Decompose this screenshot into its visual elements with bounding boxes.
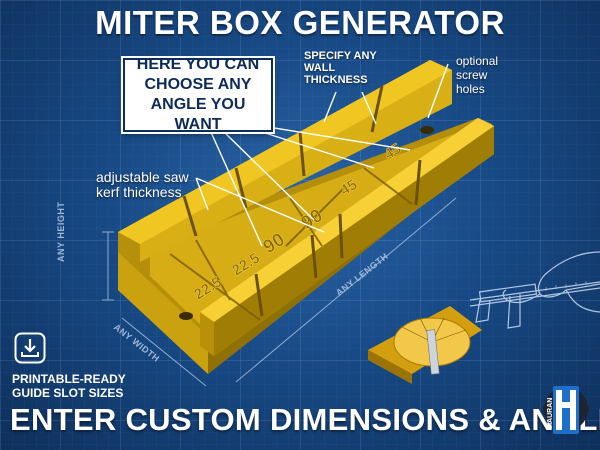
screw-holes-note: optional screw holes bbox=[456, 54, 499, 96]
hauran-logo: HAURAN bbox=[543, 386, 589, 434]
footer-tagline: ENTER CUSTOM DIMENSIONS & ANGLES bbox=[10, 402, 600, 437]
logo-text: HAURAN bbox=[547, 398, 554, 428]
wall-thickness-note: SPECIFY ANY WALL THICKNESS bbox=[304, 50, 377, 86]
callout-text: HERE YOU CAN CHOOSE ANY ANGLE YOU WANT bbox=[136, 56, 260, 133]
download-icon bbox=[14, 332, 46, 364]
angle-mark: 45 bbox=[337, 176, 360, 199]
kerf-note: adjustable saw kerf thickness bbox=[96, 169, 189, 200]
dimension-height: ANY HEIGHT bbox=[56, 201, 66, 262]
printable-note: PRINTABLE-READY GUIDE SLOT SIZES bbox=[12, 372, 126, 400]
page-title: MITER BOX GENERATOR bbox=[95, 4, 505, 41]
hand-with-caliper bbox=[469, 251, 600, 329]
angle-callout: HERE YOU CAN CHOOSE ANY ANGLE YOU WANT bbox=[123, 56, 273, 133]
protractor bbox=[368, 306, 482, 384]
